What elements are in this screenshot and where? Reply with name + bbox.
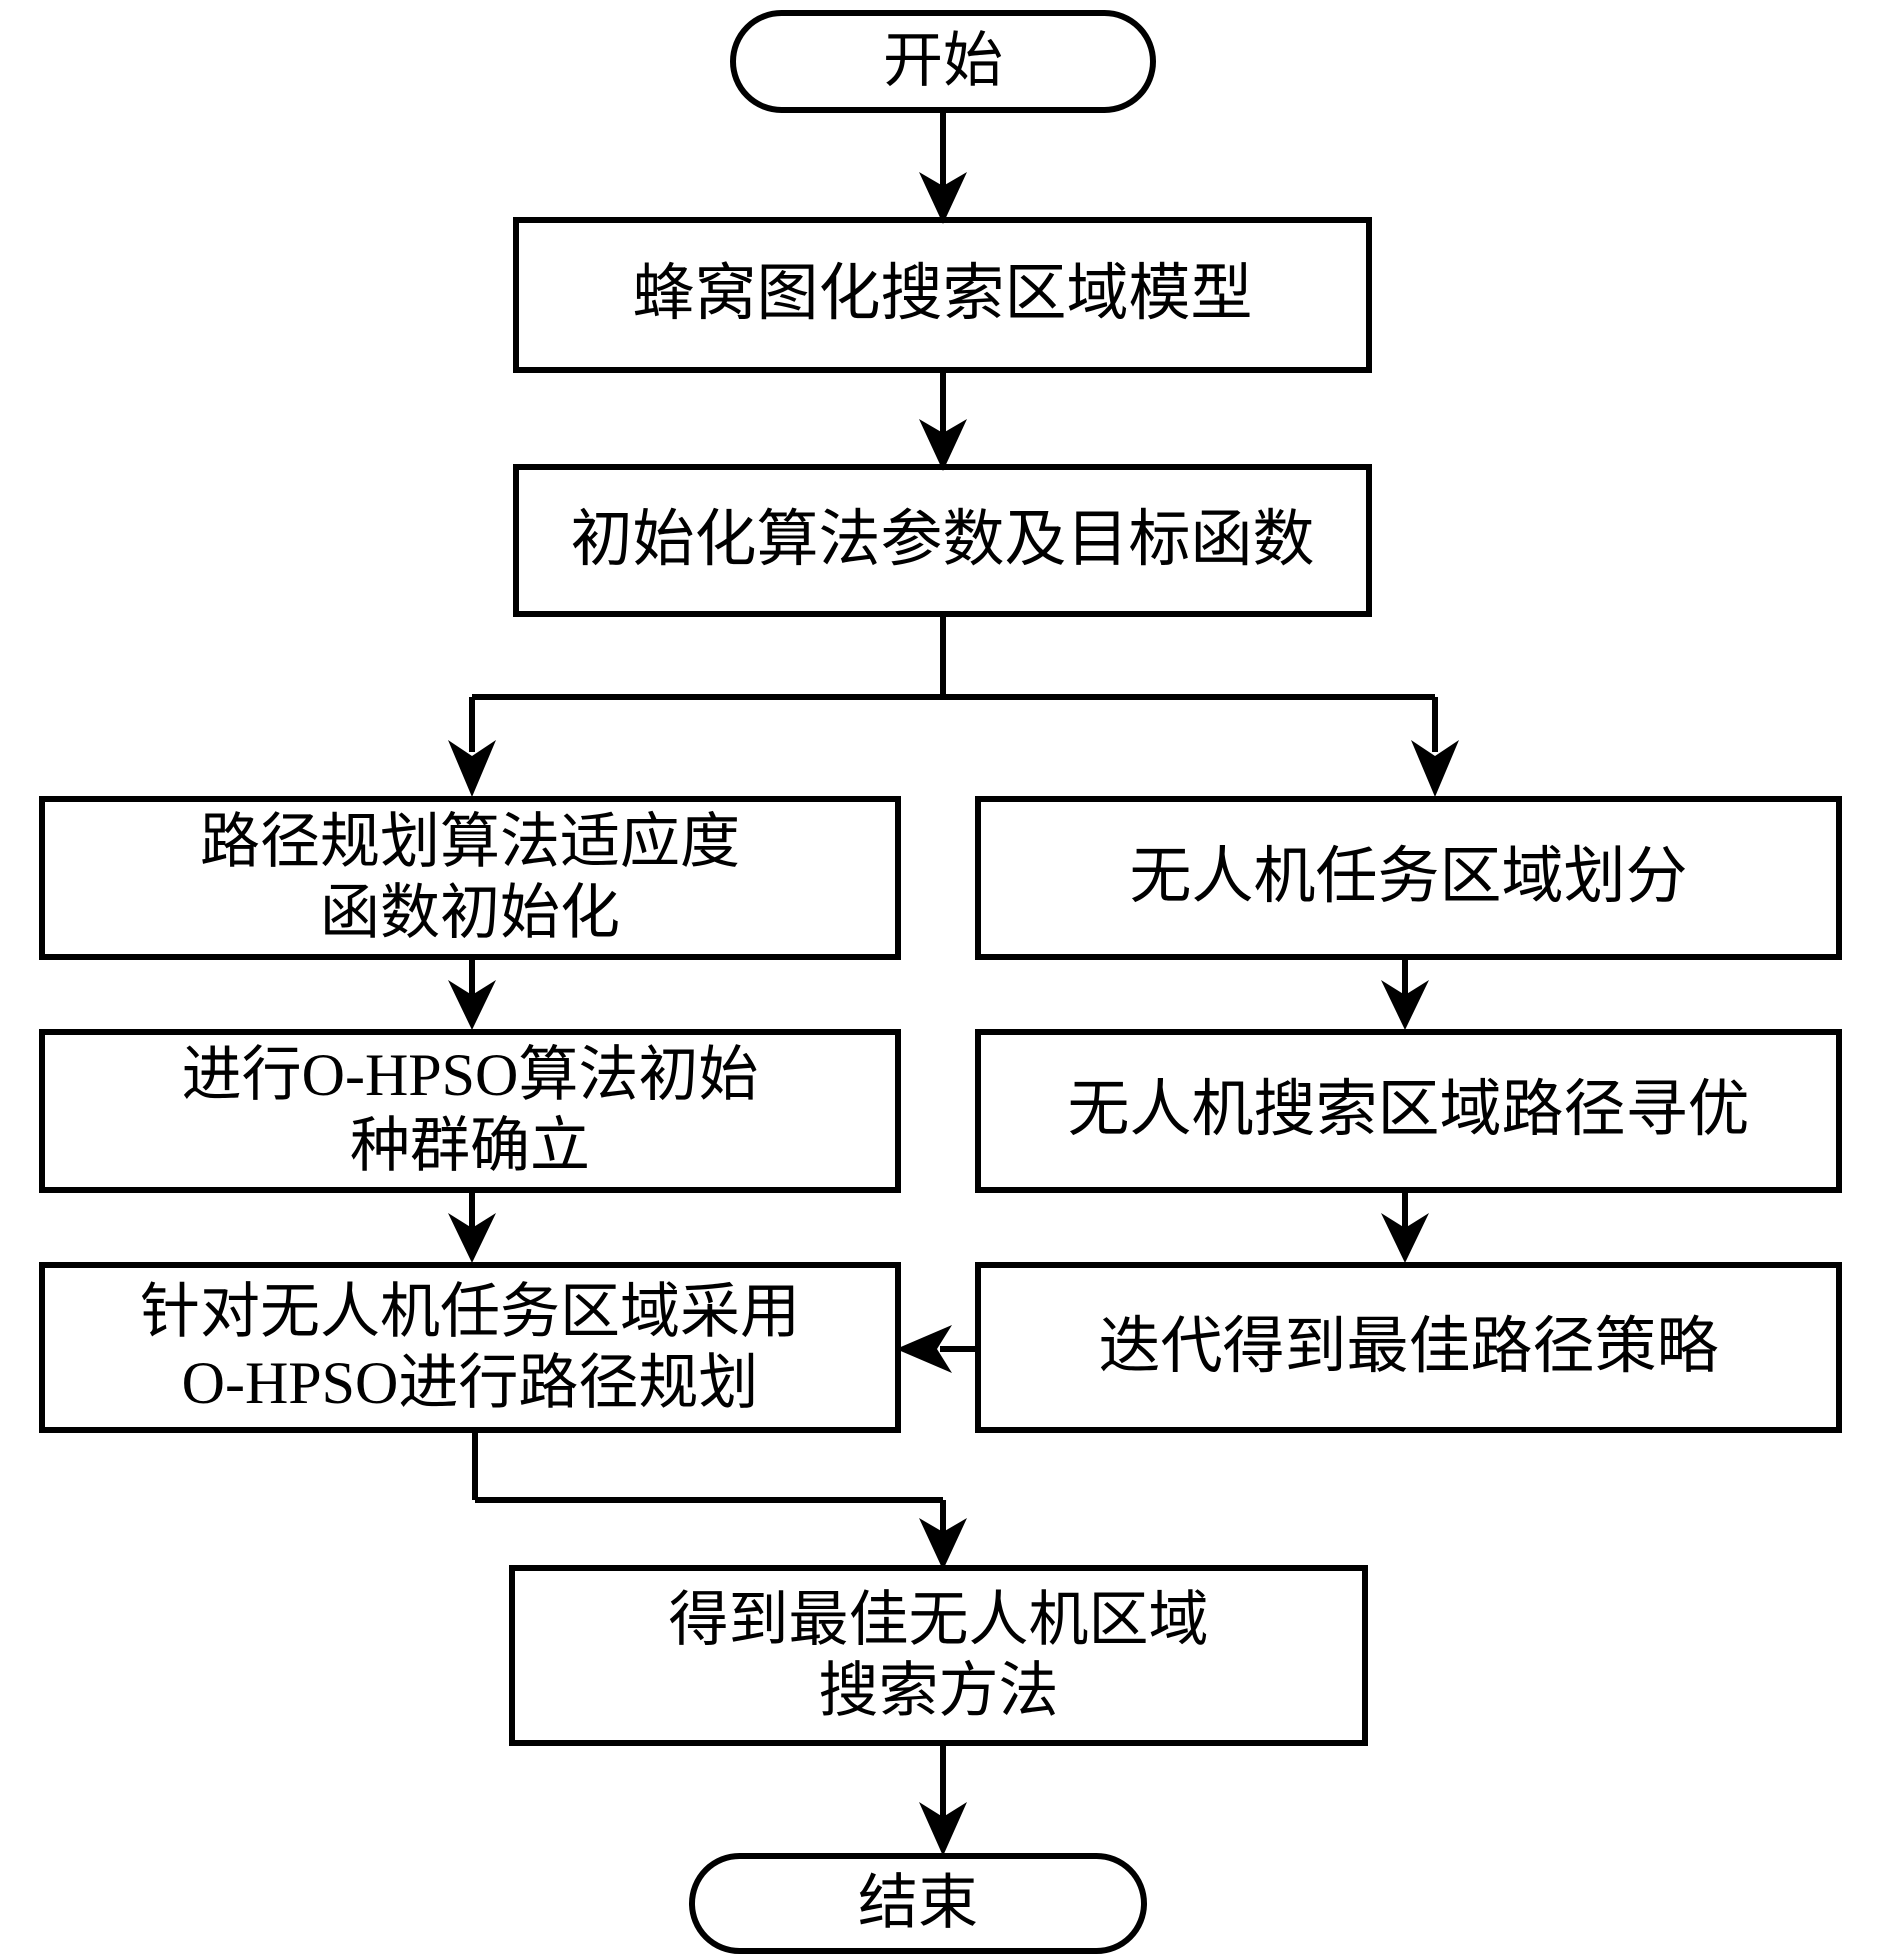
edge-path-optimize-to-best-strategy	[1381, 1190, 1429, 1263]
edge-fitness-to-population	[448, 957, 496, 1030]
edge-best-strategy-to-path-planning	[896, 1325, 978, 1373]
node-shape-path-optimize[interactable]	[975, 1029, 1842, 1193]
node-shape-population-init[interactable]	[39, 1029, 901, 1193]
edge-population-to-path-planning	[448, 1190, 496, 1263]
node-shape-result[interactable]	[509, 1565, 1368, 1746]
node-shape-area-division[interactable]	[975, 796, 1842, 960]
edge-path-planning-to-result	[472, 1430, 967, 1570]
edge-area-division-to-path-optimize	[1381, 957, 1429, 1030]
node-shape-fitness-init[interactable]	[39, 796, 901, 960]
node-shape-path-planning[interactable]	[39, 1262, 901, 1433]
node-shape-init-params[interactable]	[513, 464, 1372, 617]
edge-init-params-split	[448, 614, 1459, 797]
edge-start-to-model	[919, 110, 967, 224]
node-shape-end[interactable]	[689, 1853, 1147, 1954]
node-shape-model[interactable]	[513, 217, 1372, 373]
node-shape-start[interactable]	[730, 10, 1156, 113]
node-shape-best-strategy[interactable]	[975, 1262, 1842, 1433]
edge-model-to-init-params	[919, 370, 967, 471]
edge-result-to-end	[919, 1743, 967, 1856]
